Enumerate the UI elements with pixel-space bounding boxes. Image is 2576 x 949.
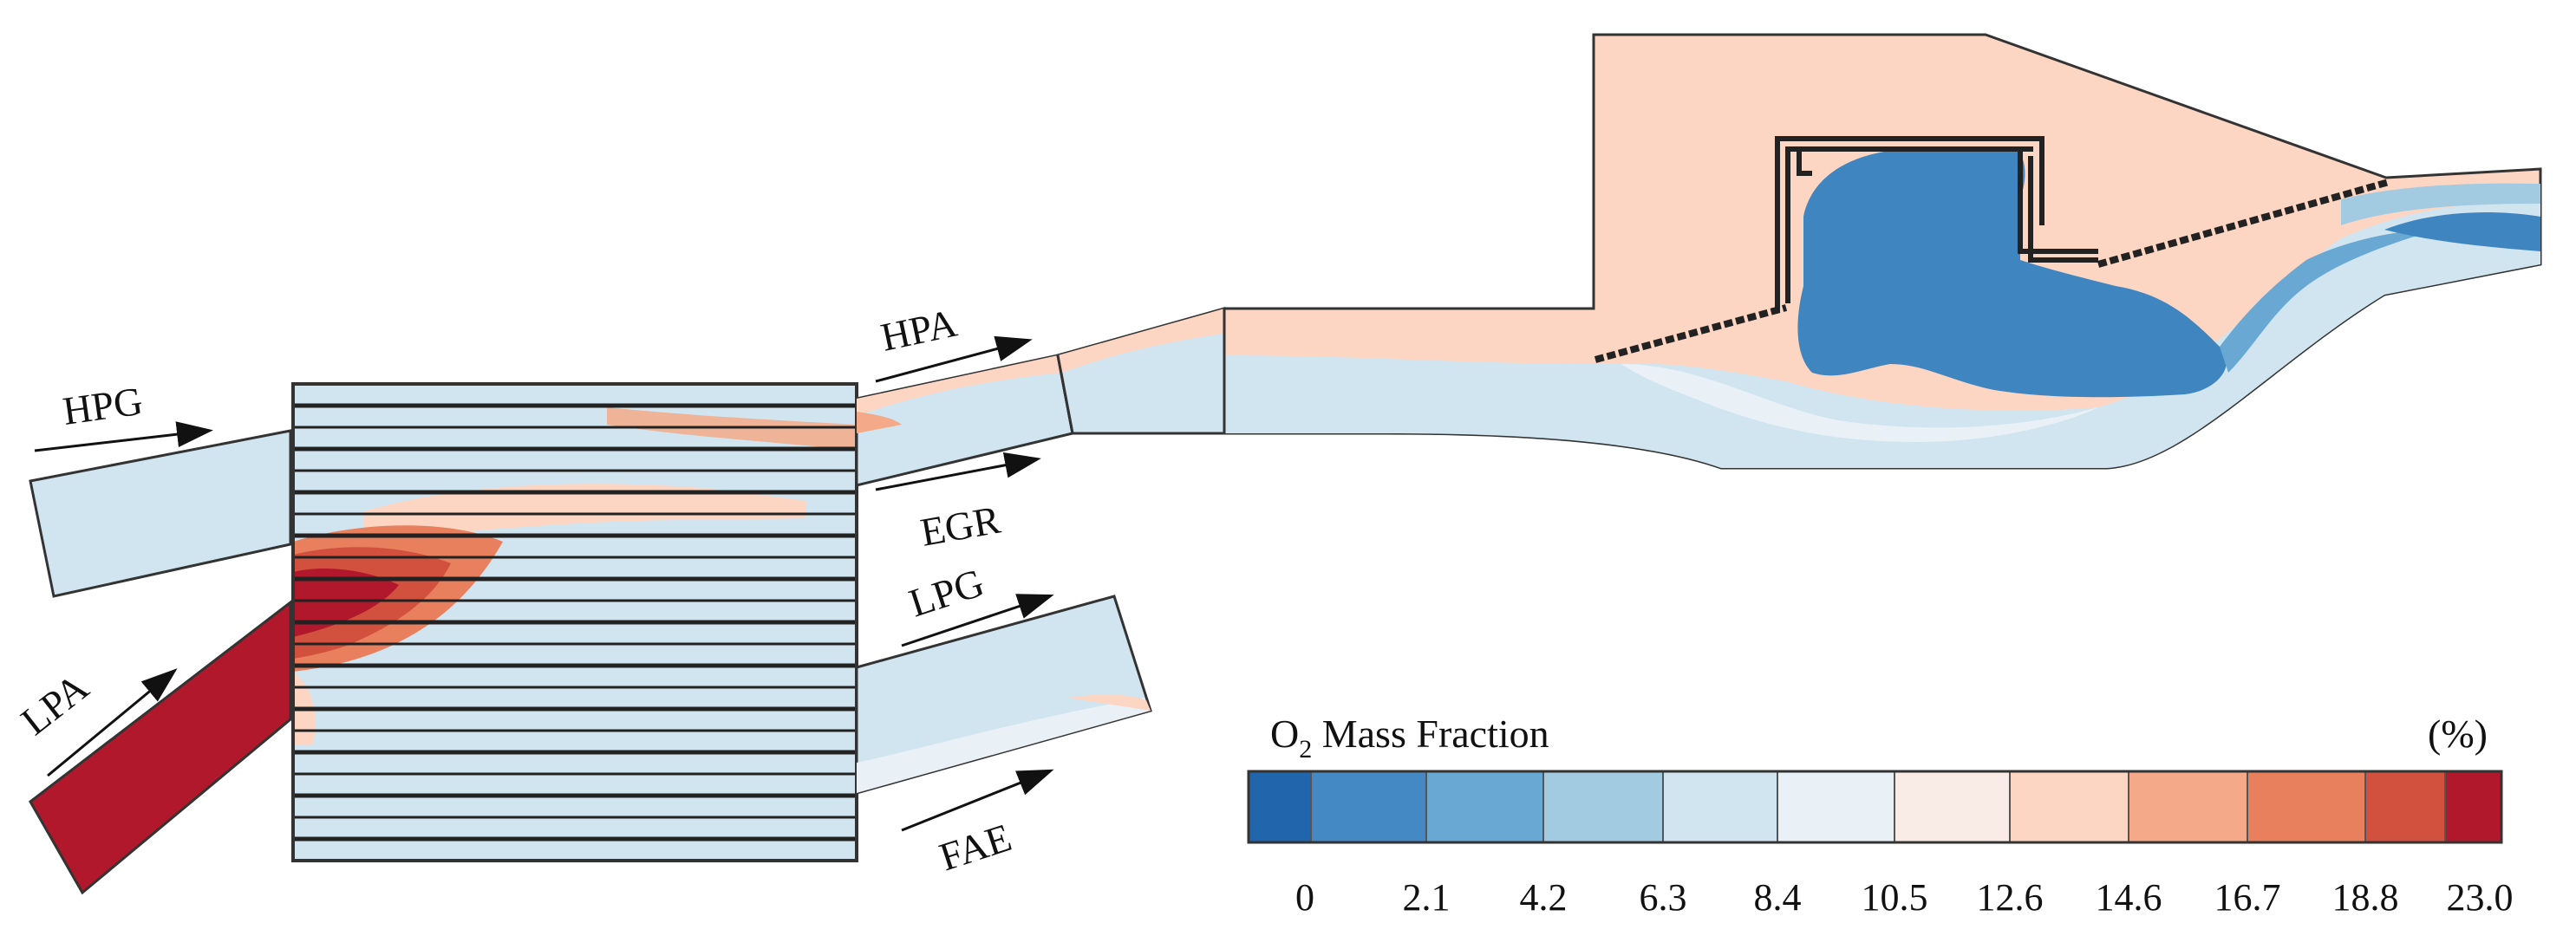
lpg-outlet-duct	[855, 595, 1152, 795]
outlet-chamber	[1223, 33, 2542, 470]
lpa-label: LPA	[13, 665, 97, 744]
colorbar-swatch-3	[1542, 770, 1664, 843]
connecting-duct	[1056, 307, 1226, 435]
rotary-heat-exchanger	[291, 382, 858, 862]
colorbar-swatch-10	[2364, 770, 2446, 843]
hpg-label: HPG	[60, 379, 145, 433]
colorbar-tick-3: 6.3	[1640, 876, 1687, 919]
colorbar-outline	[1247, 770, 2503, 844]
colorbar-tick-4: 8.4	[1754, 876, 1802, 919]
egr-label: EGR	[917, 497, 1004, 555]
lpa-arrow	[47, 668, 178, 777]
hpa-label: HPA	[877, 301, 960, 360]
colorbar-tick-1: 2.1	[1403, 876, 1451, 919]
colorbar-swatch-5	[1777, 770, 1895, 843]
colorbar-tick-10: 23.0	[2447, 876, 2514, 919]
lpa-entry-plume-hot	[293, 568, 399, 637]
lower-perforated-plate	[1594, 304, 1788, 363]
hpg-arrow	[34, 421, 213, 452]
colorbar-swatches	[1247, 770, 2503, 844]
egr-arrow	[875, 452, 1041, 491]
recirculation-zone	[1797, 149, 2227, 398]
colorbar-tick-6: 12.6	[1977, 876, 2044, 919]
upper-perforated-plate	[2097, 179, 2390, 268]
lpg-arrow	[901, 594, 1054, 647]
colorbar-unit: (%)	[2428, 712, 2488, 756]
colorbar-swatch-9	[2247, 770, 2366, 843]
fae-label: FAE	[934, 815, 1016, 879]
colorbar-swatch-7	[2009, 770, 2129, 843]
colorbar-tick-labels: 0 2.1 4.2 6.3 8.4 10.5 12.6 14.6 16.7 18.8 23.0	[1295, 876, 2514, 919]
lpg-label: LPG	[903, 560, 988, 625]
baffle-structure	[1775, 136, 2098, 312]
colorbar-swatch-4	[1662, 770, 1778, 843]
fae-arrow	[901, 769, 1054, 832]
exchanger-channel-dividers	[293, 403, 857, 842]
colorbar-swatch-6	[1894, 770, 2011, 843]
colorbar-tick-5: 10.5	[1862, 876, 1928, 919]
duct-section-line-1	[1056, 354, 1074, 434]
colorbar-swatch-2	[1425, 770, 1544, 843]
lpa-inlet-duct	[29, 599, 292, 895]
hpa-egr-duct	[855, 354, 1074, 487]
colorbar-tick-7: 14.6	[2096, 876, 2162, 919]
flow-arrows	[34, 335, 1054, 832]
colorbar: O2 Mass Fraction (%) 0 2.1 4.2 6.3 8.4 10.5 12…	[1247, 712, 2514, 919]
hpa-arrow	[875, 335, 1033, 383]
colorbar-swatch-8	[2128, 770, 2248, 843]
colorbar-tick-2: 4.2	[1520, 876, 1568, 919]
colorbar-swatch-0	[1248, 770, 1312, 843]
colorbar-tick-8: 16.7	[2214, 876, 2281, 919]
colorbar-swatch-1	[1310, 770, 1427, 843]
colorbar-tick-9: 18.8	[2332, 876, 2399, 919]
colorbar-tick-0: 0	[1295, 876, 1314, 919]
hpg-inlet-duct	[29, 429, 292, 598]
colorbar-title: O2 Mass Fraction	[1270, 712, 1549, 764]
upper-oxygen-plume	[607, 407, 857, 451]
colorbar-swatch-11	[2444, 770, 2502, 843]
